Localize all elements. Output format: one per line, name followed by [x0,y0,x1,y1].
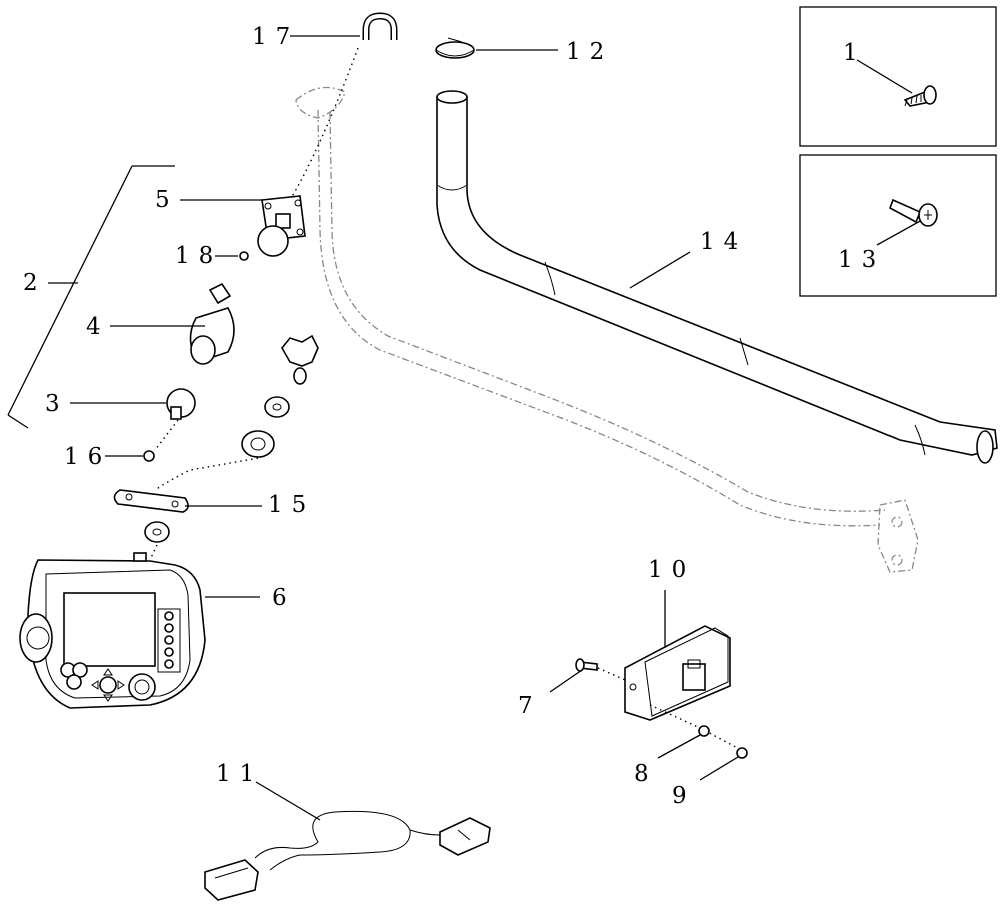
callout-4: 4 [86,314,110,340]
ball-mount-part [257,195,306,257]
callout-8: 8 [634,761,658,787]
display-monitor-icon [19,552,206,709]
inset-box-bolt [799,154,997,297]
callout-15: 15 [268,492,315,518]
inset-box-screw [799,6,997,147]
nut-9-part [736,747,748,759]
callout-3: 3 [45,391,69,417]
control-module-icon [624,625,731,721]
washer-part [264,396,290,418]
callout-14: 14 [700,229,747,255]
callout-6: 6 [272,585,296,611]
mounting-tube-part [436,90,998,464]
washer-8-part [698,725,710,737]
ball-stud-part [166,388,196,420]
self-tapping-screw-icon [903,85,937,107]
clamp-arm-part [189,282,235,365]
wire-harness-icon [204,810,491,901]
callout-7: 7 [518,693,542,719]
callout-16: 16 [64,444,111,470]
callout-12: 12 [566,39,613,65]
callout-9: 9 [672,783,696,809]
callout-1: 1 [843,40,867,66]
callout-10: 10 [648,557,695,583]
assembly-bracket [7,165,175,429]
u-bolt-part [362,12,398,40]
callout-18: 18 [175,243,222,269]
tube-cap-part [435,37,475,59]
link-plate-part [113,489,189,513]
callout-2: 2 [23,270,47,296]
callout-13: 13 [838,247,885,273]
callout-5: 5 [155,187,179,213]
phillips-bolt-icon [889,198,938,227]
nut-18-part [239,251,249,261]
mount-outline-dashed [295,86,919,573]
callout-11: 11 [216,761,263,787]
nut-16-part [143,450,155,462]
grommet-part [241,430,275,458]
bolt-7-part [575,658,598,672]
lower-washer-part [144,521,170,543]
callout-17: 17 [252,24,299,50]
star-knob-part [281,334,319,385]
